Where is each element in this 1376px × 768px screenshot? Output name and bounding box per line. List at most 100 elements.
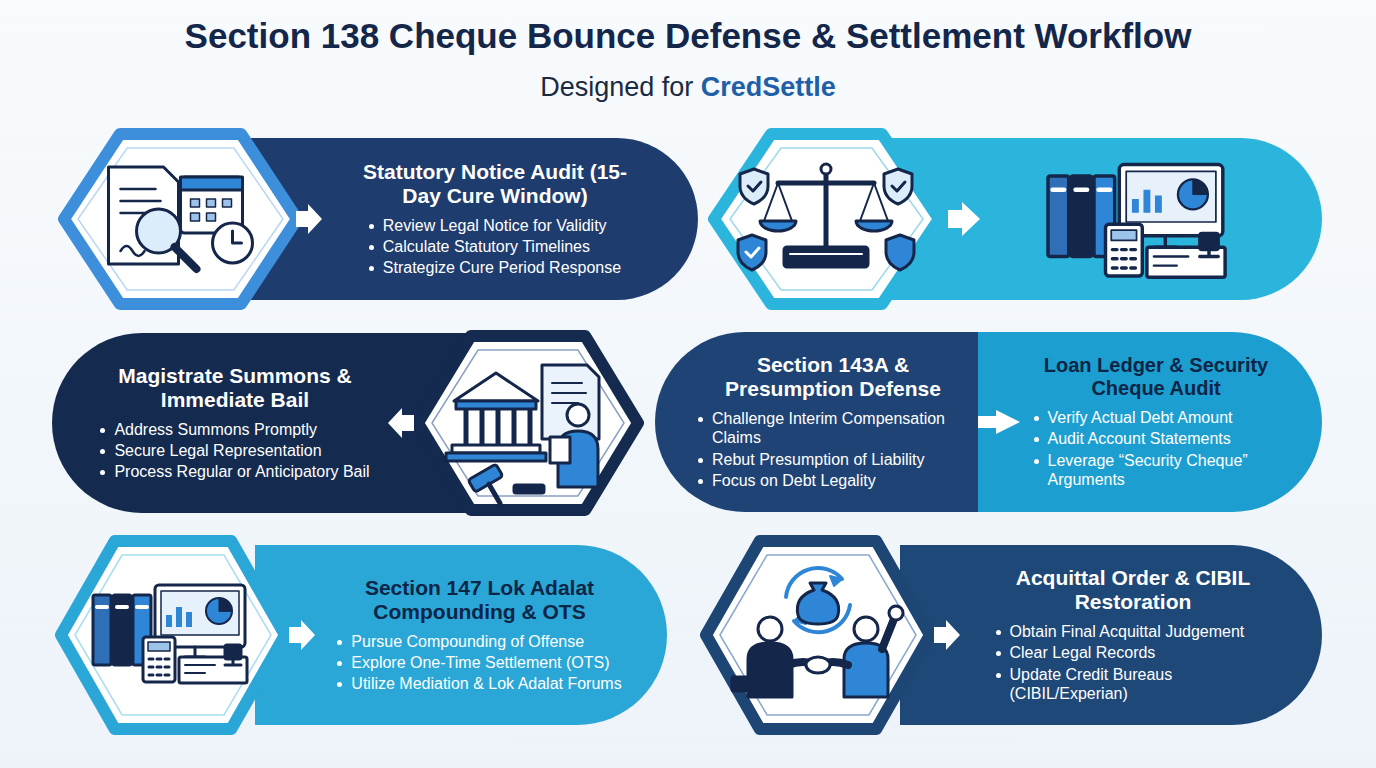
bullet-row: Verify Actual Debt Amount <box>1034 408 1233 427</box>
flow-arrow <box>978 416 1002 428</box>
icon-hexagon <box>714 134 939 304</box>
pill-fill <box>1020 332 1322 512</box>
step-heading: Section 147 Lok Adalat Compounding & OTS <box>335 576 625 624</box>
text-stack: Section 143A & Presumption DefenseChalle… <box>698 353 968 491</box>
step-bullet: Audit Account Statements <box>1048 429 1231 448</box>
step-pill: Statutory Notice Audit (15-Day Cure Wind… <box>58 128 698 310</box>
pill-fill <box>900 545 1322 725</box>
title-row: Section 138 Cheque Bounce Defense & Sett… <box>0 16 1376 56</box>
bullet-dot <box>698 458 703 463</box>
bullet-dot <box>996 673 1001 678</box>
step-bullet: Process Regular or Anticipatory Bail <box>114 462 369 481</box>
bullet-row: Strategize Cure Period Response <box>369 258 621 277</box>
bullet-list: Pursue Compounding of OffenseExplore One… <box>337 631 621 695</box>
text-area: Section 143A & Presumption DefenseChalle… <box>697 340 969 504</box>
bullet-row: Rebut Presumption of Liability <box>698 450 925 469</box>
step-bullet: Challenge Interim Compensation Claims <box>712 409 968 447</box>
step-bullet: Review Legal Notice for Validity <box>383 216 607 235</box>
bullet-list: Obtain Final Acquittal JudgementClear Le… <box>996 621 1271 704</box>
text-area: Statutory Notice Audit (15-Day Cure Wind… <box>320 146 670 292</box>
bullet-dot <box>698 417 703 422</box>
bullet-row: Secure Legal Representation <box>100 441 321 460</box>
step-bullet: Calculate Statutory Timelines <box>383 237 590 256</box>
bullet-dot <box>369 266 374 271</box>
bullet-row: Pursue Compounding of Offense <box>337 632 584 651</box>
flow-arrow-icon <box>948 202 980 236</box>
bullet-dot <box>1034 437 1039 442</box>
bullet-dot <box>337 640 342 645</box>
pill-fill <box>655 332 978 512</box>
bullet-list: Verify Actual Debt AmountAudit Account S… <box>1034 407 1279 490</box>
bullet-row: Leverage “Security Cheque” Arguments <box>1034 451 1279 489</box>
bullet-dot <box>337 661 342 666</box>
text-stack: Acquittal Order & CIBIL RestorationObtai… <box>996 566 1271 704</box>
step-pill: Magistrate Summons & Immediate BailAddre… <box>52 330 644 516</box>
step-bullet: Focus on Debt Legality <box>712 471 876 490</box>
text-area: Section 147 Lok Adalat Compounding & OTS… <box>317 553 642 717</box>
icon-hexagon <box>64 134 297 304</box>
ledger-illustration <box>1048 165 1225 278</box>
icon-hexagon-inner <box>730 148 923 290</box>
step-bullet: Explore One-Time Settlement (OTS) <box>351 653 609 672</box>
bullet-dot <box>100 470 105 475</box>
bullet-dot <box>369 224 374 229</box>
bullet-row: Process Regular or Anticipatory Bail <box>100 462 369 481</box>
step-pill: Acquittal Order & CIBIL RestorationObtai… <box>700 535 1322 735</box>
subtitle-text: CredSettle <box>701 72 836 103</box>
bullet-list: Review Legal Notice for ValidityCalculat… <box>369 215 621 279</box>
icon-hexagon <box>706 541 930 729</box>
pill-fill <box>248 138 698 300</box>
subtitle-row: Designed for CredSettle <box>0 72 1376 103</box>
step-heading: Loan Ledger & Security Cheque Audit <box>1030 354 1282 400</box>
bullet-row: Focus on Debt Legality <box>698 471 876 490</box>
step-bullet: Verify Actual Debt Amount <box>1048 408 1233 427</box>
pill-fill <box>255 545 667 725</box>
step-pill: Section 147 Lok Adalat Compounding & OTS… <box>55 535 667 735</box>
bullet-row: Address Summons Promptly <box>100 420 317 439</box>
icon-hexagon-inner <box>75 555 271 715</box>
step-pill: Section 143A & Presumption DefenseChalle… <box>655 332 978 512</box>
scale-icon <box>738 164 914 270</box>
bullet-dot <box>337 682 342 687</box>
step-bullet: Leverage “Security Cheque” Arguments <box>1048 451 1279 489</box>
bullet-dot <box>100 428 105 433</box>
bullet-row: Review Legal Notice for Validity <box>369 216 607 235</box>
bullet-row: Audit Account Statements <box>1034 429 1231 448</box>
icon-hexagon-inner <box>78 148 283 290</box>
pill-fill <box>52 333 472 513</box>
bullet-row: Update Credit Bureaus (CIBIL/Experian) <box>996 665 1271 703</box>
step-bullet: Strategize Cure Period Response <box>383 258 621 277</box>
flow-arrow-icon <box>388 408 414 438</box>
bullet-dot <box>1034 416 1039 421</box>
bullet-row: Obtain Final Acquittal Judgement <box>996 622 1245 641</box>
step-heading: Statutory Notice Audit (15-Day Cure Wind… <box>345 160 645 208</box>
diagram-title: Section 138 Cheque Bounce Defense & Sett… <box>185 16 1192 56</box>
bullet-list: Address Summons PromptlySecure Legal Rep… <box>100 419 369 483</box>
step-heading: Section 143A & Presumption Defense <box>711 353 956 401</box>
subtitle-text: Designed for <box>540 72 693 103</box>
step-bullet: Clear Legal Records <box>1010 643 1156 662</box>
bullet-row: Utilize Mediation & Lok Adalat Forums <box>337 674 621 693</box>
flow-arrow-icon <box>289 620 315 650</box>
bullet-dot <box>100 449 105 454</box>
flow-arrow-icon <box>296 204 322 234</box>
step-icon <box>109 167 253 269</box>
step-bullet: Rebut Presumption of Liability <box>712 450 925 469</box>
step-icon <box>732 568 903 697</box>
step-bullet: Update Credit Bureaus (CIBIL/Experian) <box>1010 665 1271 703</box>
step-heading: Acquittal Order & CIBIL Restoration <box>1008 566 1258 614</box>
text-area: Loan Ledger & Security Cheque AuditVerif… <box>1030 340 1282 504</box>
icon-hexagon-inner <box>720 555 916 715</box>
step-bullet: Address Summons Promptly <box>114 420 317 439</box>
bullet-dot <box>996 630 1001 635</box>
step-icon <box>446 365 599 511</box>
step-icon <box>93 585 247 683</box>
icon-hexagon <box>61 541 285 729</box>
step-bullet: Pursue Compounding of Offense <box>351 632 584 651</box>
bullet-row: Challenge Interim Compensation Claims <box>698 409 968 447</box>
step-bullet: Secure Legal Representation <box>114 441 321 460</box>
bullet-dot <box>369 245 374 250</box>
step-pill: Loan Ledger & Security Cheque AuditVerif… <box>1020 332 1322 512</box>
